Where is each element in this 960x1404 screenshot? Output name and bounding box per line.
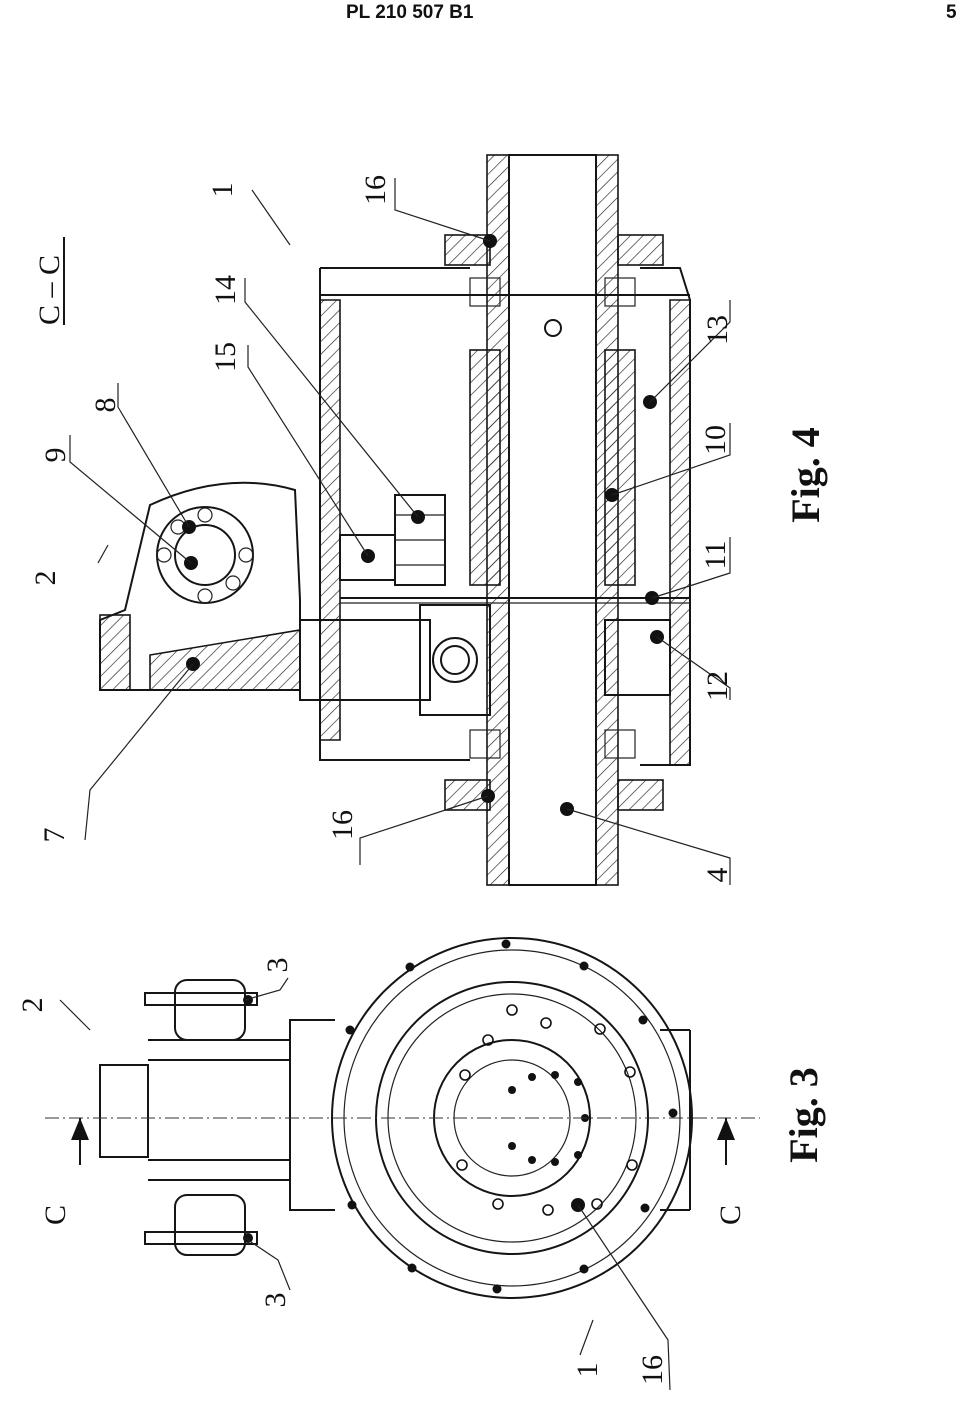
fig4-label-13-9: 13 xyxy=(701,315,734,345)
fig4-label-12-8: 12 xyxy=(701,671,734,701)
fig4-label-8-4: 8 xyxy=(89,398,122,413)
fig3-label-3: 3 xyxy=(259,1293,292,1308)
fig4-label-16-12: 16 xyxy=(359,175,392,205)
fig4-label-9-5: 9 xyxy=(39,448,72,463)
fig4-label-4-2: 4 xyxy=(701,868,734,883)
fig4-label-7-3: 7 xyxy=(38,828,71,843)
page-number: 5 xyxy=(946,2,957,23)
fig4-caption: Fig. 4 xyxy=(783,427,828,523)
fig4-label-2-1: 2 xyxy=(29,571,62,586)
fig4-label-14-10: 14 xyxy=(209,275,242,305)
fig3-section-mark-left: C xyxy=(39,1205,72,1225)
patent-number: PL 210 507 B1 xyxy=(346,2,474,23)
fig3-drawing xyxy=(45,937,760,1391)
fig3-label-2: 2 xyxy=(16,998,49,1013)
fig4-drawing xyxy=(63,154,731,886)
fig3-caption: Fig. 3 xyxy=(781,1067,826,1163)
fig4-label-15-11: 15 xyxy=(209,342,242,372)
fig4-label-11-7: 11 xyxy=(699,541,732,570)
fig3-label-16: 16 xyxy=(636,1355,669,1385)
fig3-section-mark-right: C xyxy=(714,1205,747,1225)
fig4-label-16-13: 16 xyxy=(326,810,359,840)
fig4-label-1-0: 1 xyxy=(206,183,239,198)
fig3-label-1: 1 xyxy=(571,1363,604,1378)
fig4-label-10-6: 10 xyxy=(699,425,732,455)
fig4-section-title: C – C xyxy=(33,255,66,325)
fig3-label-3: 3 xyxy=(261,958,294,973)
